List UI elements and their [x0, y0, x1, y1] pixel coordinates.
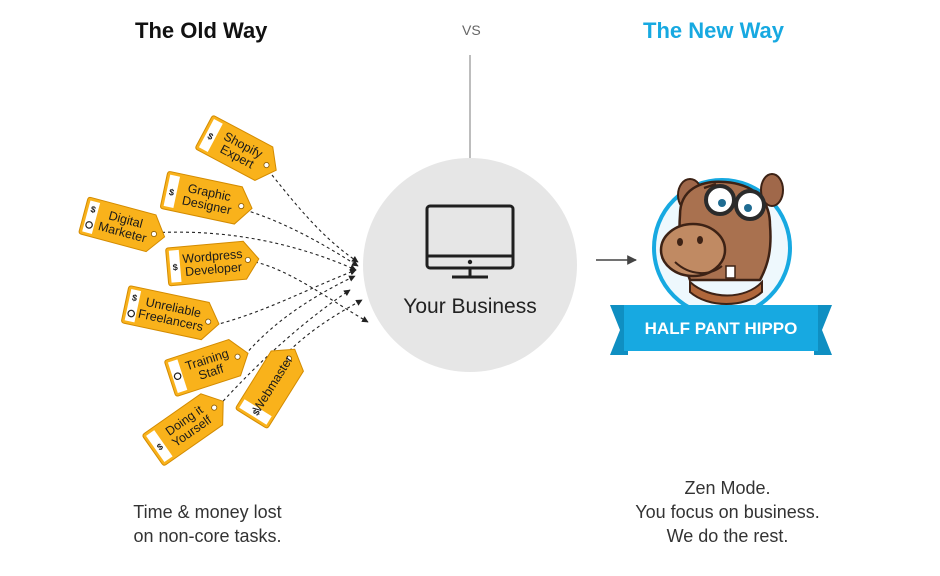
dollar-icon: $ [168, 187, 175, 198]
clock-icon [85, 221, 93, 229]
new-way-title: The New Way [643, 18, 784, 43]
your-business-circle [363, 158, 577, 372]
brand-ribbon: HALF PANT HIPPO [610, 305, 832, 355]
old-caption-line-2: on non-core tasks. [133, 526, 282, 546]
new-caption-line-3: We do the rest. [666, 526, 789, 546]
dollar-icon: $ [131, 292, 138, 303]
new-caption-line-2: You focus on business. [635, 502, 820, 522]
dollar-icon: $ [172, 262, 178, 272]
dollar-icon: $ [90, 204, 97, 215]
clock-icon [173, 372, 182, 380]
connector-graphic [244, 209, 359, 267]
hippo-mascot-icon [652, 173, 792, 318]
old-way-caption: Time & money lost on non-core tasks. [100, 500, 315, 548]
dollar-icon: $ [251, 408, 262, 418]
new-caption-line-1: Zen Mode. [684, 478, 771, 498]
connector-training [244, 275, 356, 356]
price-tags: $ShopifyExpert$GraphicDesigner$DigitalMa… [78, 115, 304, 466]
tag-connectors [149, 174, 369, 411]
vs-label: VS [462, 22, 481, 38]
connector-webmaster [284, 299, 363, 356]
monitor-icon [425, 204, 515, 279]
brand-name: HALF PANT HIPPO [645, 319, 798, 338]
tag-label-line: Wordpress [182, 247, 243, 266]
new-way-caption: Zen Mode. You focus on business. We do t… [610, 476, 845, 548]
connector-freelancers [214, 269, 357, 326]
clock-icon [127, 309, 136, 318]
old-way-title: The Old Way [135, 18, 268, 43]
connector-shopify [271, 174, 359, 263]
dollar-icon: $ [206, 131, 215, 142]
connector-digital [149, 231, 357, 271]
tag-label-line: Developer [185, 260, 243, 279]
connector-wordpress [254, 261, 369, 323]
your-business-label: Your Business [403, 295, 536, 318]
dollar-icon: $ [155, 441, 165, 452]
old-caption-line-1: Time & money lost [133, 502, 282, 522]
